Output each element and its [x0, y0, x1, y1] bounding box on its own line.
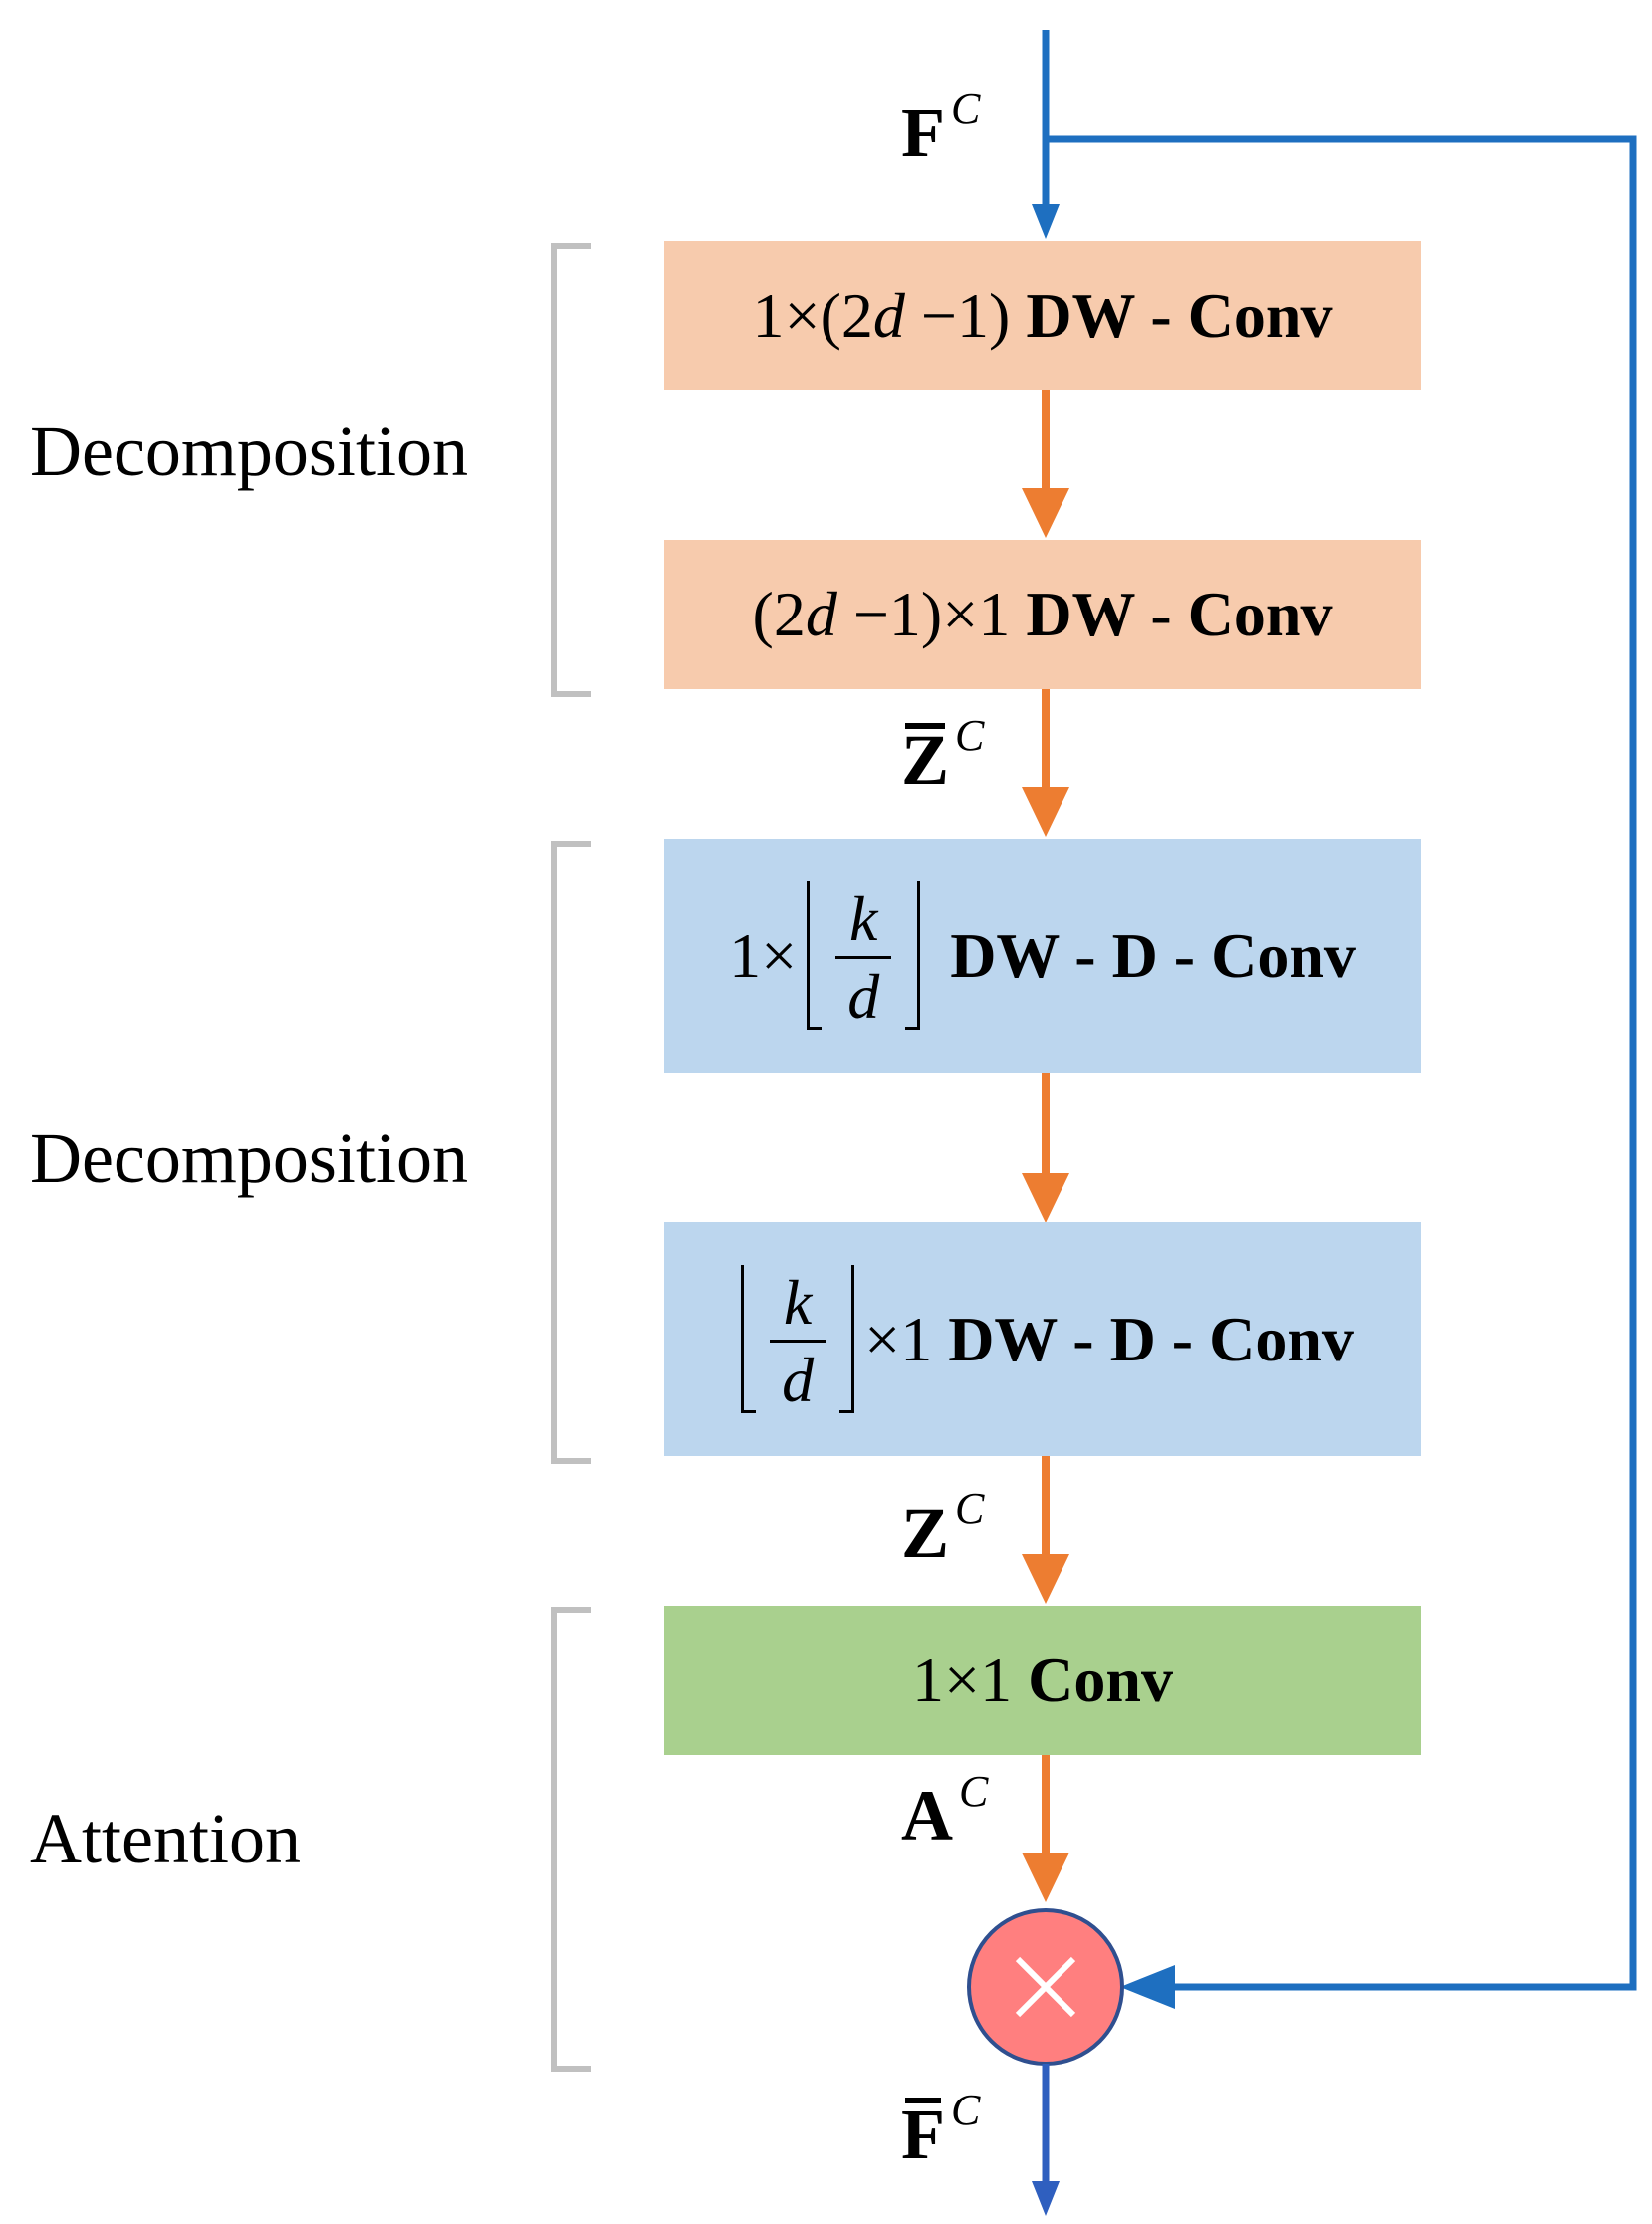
floor-bracket: k d	[741, 1264, 855, 1413]
box1-mid: −1)	[904, 280, 1027, 351]
box2-mid: −1)×1	[836, 579, 1027, 649]
group-label-decomposition-1: Decomposition	[30, 411, 468, 491]
multiply-x-icon	[1015, 1956, 1076, 2018]
box1-d: d	[872, 280, 905, 351]
box1-op: DW - Conv	[1026, 280, 1333, 351]
orange-arrows	[1022, 390, 1069, 1902]
frac-num: k	[848, 882, 878, 954]
box2-pre: (2	[752, 579, 806, 649]
input-arrowhead	[1032, 204, 1060, 239]
box-1x1-conv: 1×1 Conv	[664, 1606, 1421, 1755]
box-kdx1-dw-d-conv: k d ×1 DW - D - Conv	[664, 1222, 1421, 1456]
box1-pre: 1×(2	[752, 280, 873, 351]
bracket-attention	[551, 1607, 591, 2072]
frac-den: d	[847, 961, 880, 1032]
frac-num: k	[783, 1266, 813, 1338]
floor-bracket: k d	[807, 880, 921, 1030]
box4-op: DW - D - Conv	[948, 1303, 1354, 1374]
skip-arrowhead	[1120, 1965, 1175, 2009]
box3-pre: 1×	[729, 919, 798, 991]
box3-op: DW - D - Conv	[950, 919, 1356, 991]
fraction-k-over-d: k d	[822, 881, 905, 1030]
frac-den: d	[782, 1345, 815, 1415]
fraction-k-over-d: k d	[756, 1265, 839, 1413]
skip-connection	[1046, 135, 1637, 1991]
box4-mid: ×1	[864, 1303, 949, 1374]
bracket-decomposition-1	[551, 243, 591, 697]
box-1xkd-dw-d-conv: 1× k d DW - D - Conv	[664, 839, 1421, 1073]
output-arrowhead	[1032, 2181, 1060, 2216]
group-label-decomposition-2: Decomposition	[30, 1118, 468, 1198]
box2-d: d	[805, 579, 837, 649]
group-label-attention: Attention	[30, 1799, 301, 1878]
box5-pre: 1×1	[912, 1644, 1029, 1715]
box2-op: DW - Conv	[1026, 579, 1333, 649]
bracket-decomposition-2	[551, 841, 591, 1464]
box5-op: Conv	[1028, 1644, 1173, 1715]
